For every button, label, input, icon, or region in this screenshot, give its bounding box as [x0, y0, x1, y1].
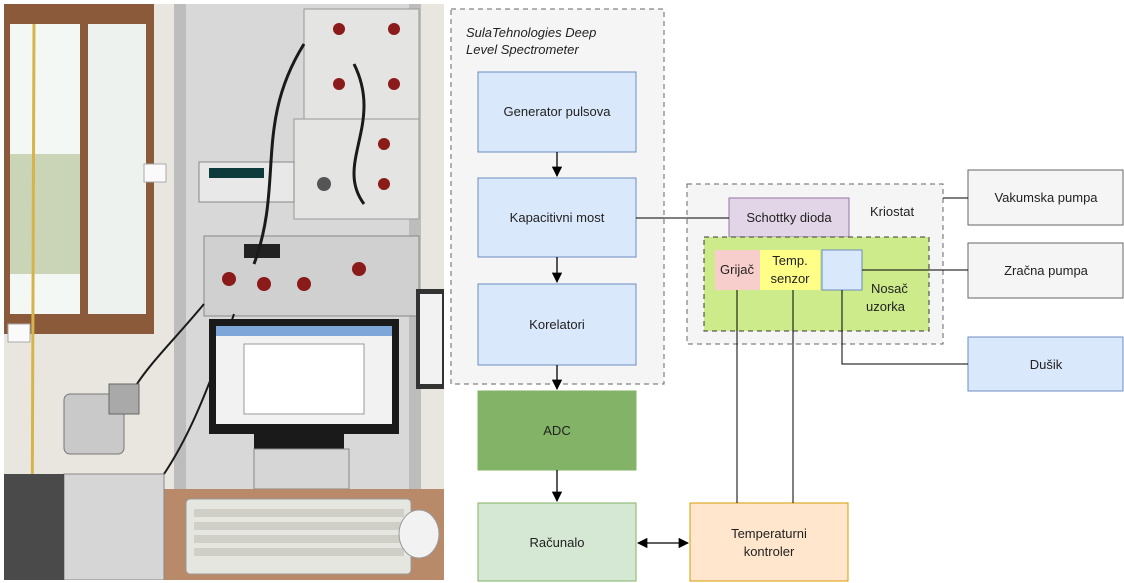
temperature-sensor-label-line1: Temp. [772, 253, 807, 268]
cryostat-label: Kriostat [870, 204, 914, 219]
schottky-diode-box [728, 197, 850, 238]
vacuum-pump-box [967, 169, 1124, 226]
nitrogen-box [967, 336, 1124, 392]
air-pump-label: Zračna pumpa [1004, 263, 1089, 278]
adc-label: ADC [543, 423, 570, 438]
sample-holder-label-line1: Nosač [871, 281, 908, 296]
air-pump-box [967, 242, 1124, 299]
heater-label: Grijač [720, 262, 754, 277]
adc-box [477, 390, 637, 471]
temperature-controller-label-line2: kontroler [744, 544, 795, 559]
generator-box [477, 71, 637, 153]
capacitance-bridge-box [477, 177, 637, 258]
correlators-box [477, 283, 637, 366]
temperature-sensor-label-line2: senzor [770, 271, 810, 286]
computer-box [477, 502, 637, 582]
lab-setup-photo [4, 4, 444, 580]
vacuum-pump-label: Vakumska pumpa [994, 190, 1098, 205]
sample-holder-label-line2: uzorka [866, 299, 906, 314]
sample-box [821, 249, 863, 291]
temperature-controller-box [689, 502, 849, 582]
heater-box [715, 250, 760, 290]
generator-label: Generator pulsova [504, 104, 612, 119]
computer-label: Računalo [530, 535, 585, 550]
temperature-controller-label-line1: Temperaturni [731, 526, 807, 541]
capacitance-bridge-label: Kapacitivni most [510, 210, 605, 225]
nitrogen-label: Dušik [1030, 357, 1063, 372]
schottky-diode-label: Schottky dioda [746, 210, 832, 225]
line-sample-to-nitrogen [841, 290, 968, 365]
correlators-label: Korelatori [529, 317, 585, 332]
spectrometer-group-title-line2: Level Spectrometer [466, 42, 579, 57]
temperature-sensor-box [760, 250, 820, 290]
spectrometer-group-title-line1: SulaTehnologies Deep [466, 25, 596, 40]
